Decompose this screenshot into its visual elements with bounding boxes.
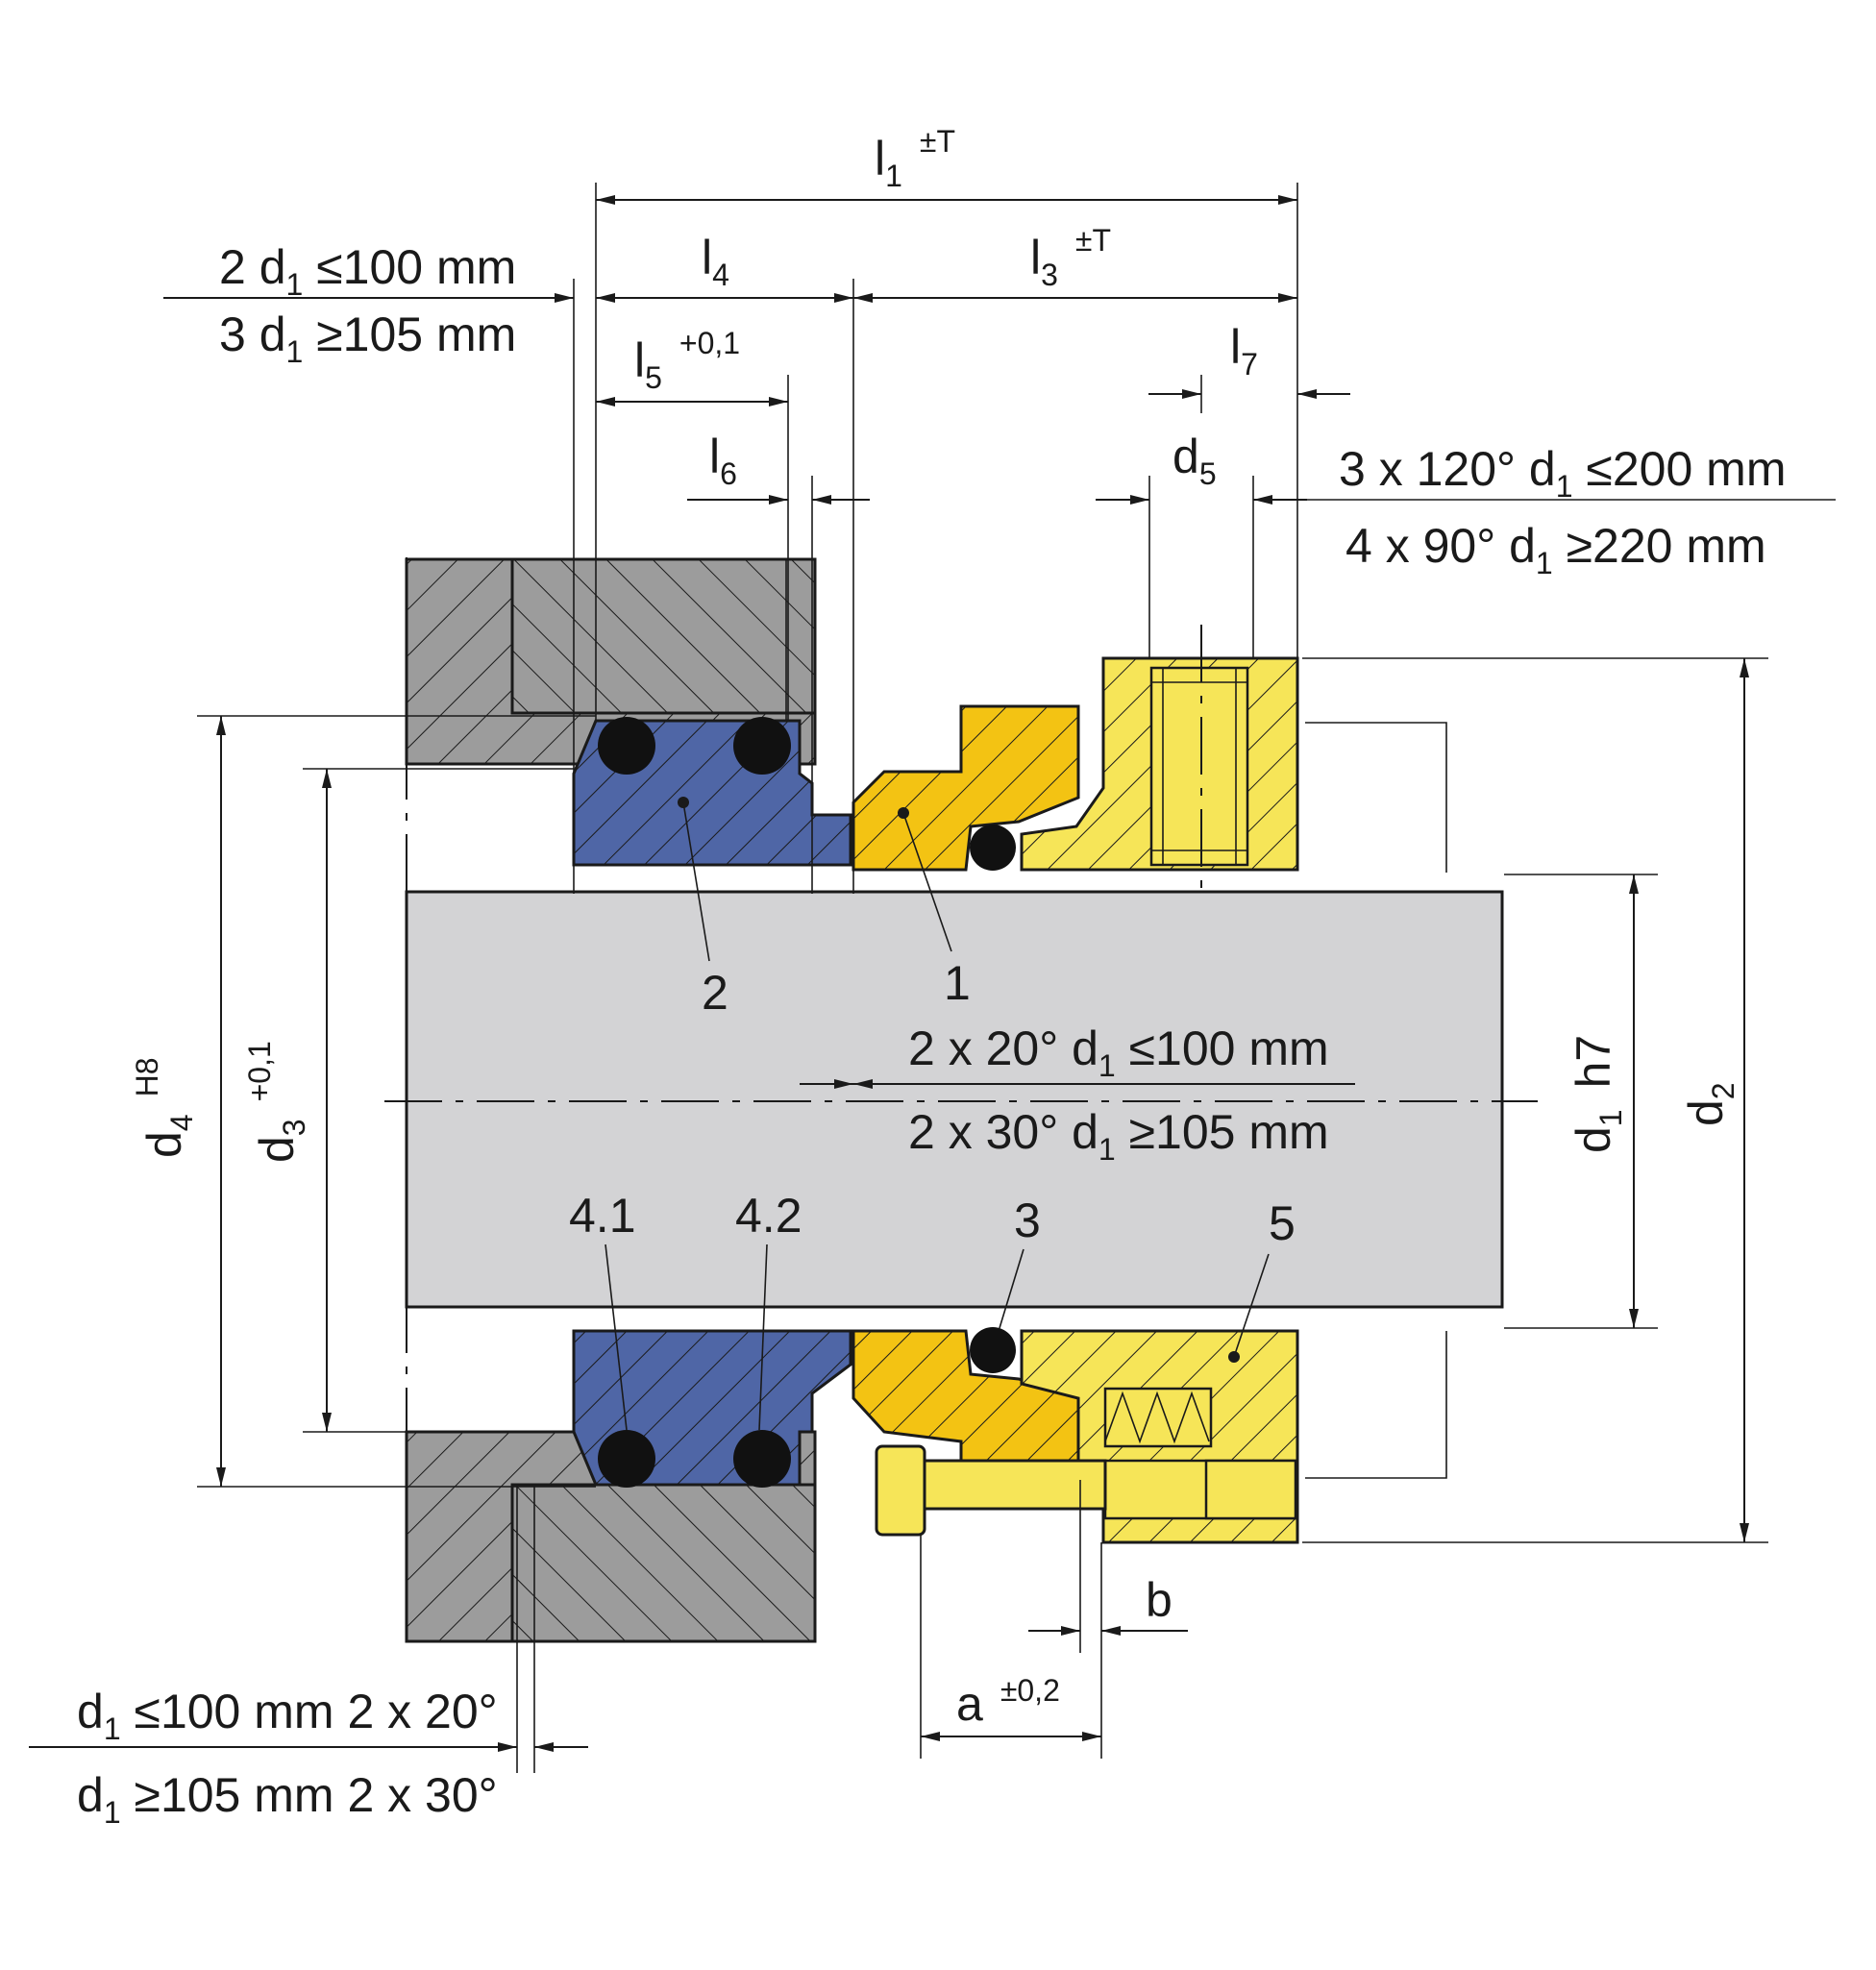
dim-d2-label: d2 [1679,1082,1740,1126]
dim-d1-label: d1h7 [1567,1035,1628,1153]
dim-b-label: b [1146,1573,1172,1627]
housing [405,557,817,1643]
dim-l6-label: l6 [709,430,737,491]
dim-l3-label: l3±T [1030,223,1111,292]
part-2-label: 2 [702,966,728,1020]
shaft-body [405,890,1504,1309]
housing-top [405,557,817,769]
notes: 2 d1 ≤100 mm 3 d1 ≥105 mm 3 x 120° d1 ≤2… [77,240,1786,1830]
dim-a-label: a±0,2 [956,1673,1060,1731]
part-1-label: 1 [944,956,971,1010]
part-3-label: 3 [1014,1194,1041,1247]
dim-d3-label: d3+0,1 [242,1041,311,1163]
o-rings-seat [598,717,791,1488]
note-chamfer-top-2: 3 d1 ≥105 mm [219,308,516,369]
dim-l1-label: l1±T [875,124,955,193]
shaft [405,890,1504,1309]
housing-bottom [405,1430,817,1643]
drive-pin [875,1444,1107,1537]
note-housing-chamfer-2: d1 ≥105 mm 2 x 30° [77,1768,498,1830]
dim-d5-label: d5 [1172,430,1217,491]
dim-l4-label: l4 [702,231,729,292]
centerlines [384,557,1538,1643]
note-screws-2: 4 x 90° d1 ≥220 mm [1345,519,1766,580]
note-screws-1: 3 x 120° d1 ≤200 mm [1339,442,1786,504]
o-ring-3 [970,825,1016,1373]
part-5-label: 5 [1269,1196,1296,1250]
note-chamfer-top-1: 2 d1 ≤100 mm [219,240,516,302]
note-housing-chamfer-1: d1 ≤100 mm 2 x 20° [77,1685,498,1746]
part-numbers: 2 1 4.1 4.2 3 5 [569,956,1296,1250]
drive-collar [1020,656,1299,1544]
part-4-2-label: 4.2 [735,1189,802,1243]
dim-l7-label: l7 [1230,320,1258,382]
dimension-labels: l1±T l4 l3±T l5+0,1 l6 l7 d5 d4H8 d3+0,1… [130,124,1740,1731]
dim-l5-label: l5+0,1 [634,326,740,395]
note-shaft-chamfer-2: 2 x 30° d1 ≥105 mm [908,1105,1329,1167]
dimension-lines [29,183,1836,1773]
part-4-1-label: 4.1 [569,1189,636,1243]
note-shaft-chamfer-1: 2 x 20° d1 ≤100 mm [908,1022,1329,1083]
dim-d4-label: d4H8 [130,1057,199,1158]
